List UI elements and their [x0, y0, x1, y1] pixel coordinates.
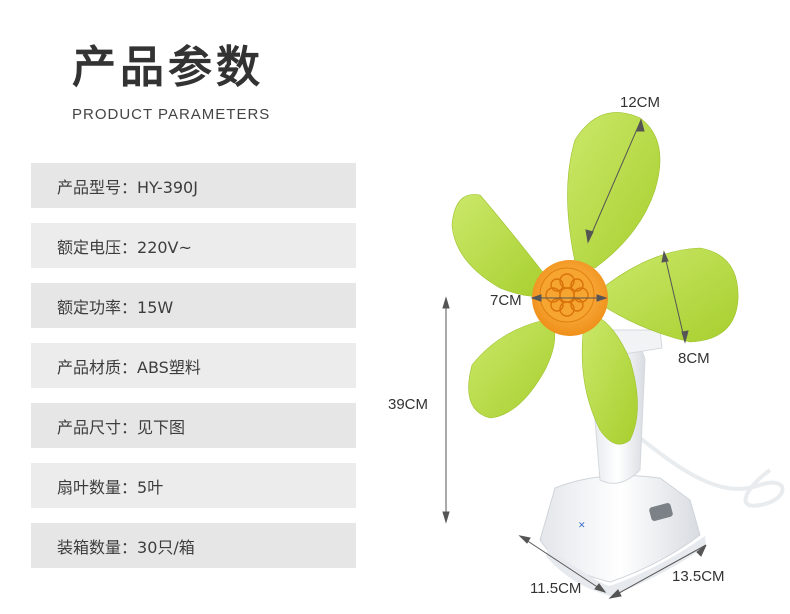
param-text-material: 产品材质：ABS塑料	[57, 357, 201, 377]
page-title: 产品参数	[72, 42, 264, 93]
clip-slot	[649, 503, 673, 521]
param-text-model: 产品型号：HY-390J	[57, 177, 198, 197]
dim-blade-length: 8CM	[678, 350, 710, 367]
param-text-power: 额定功率：15W	[57, 297, 174, 317]
dim-height: 39CM	[388, 396, 429, 413]
param-row-model: 产品型号：HY-390J	[31, 163, 356, 208]
dim-blade-width: 12CM	[620, 94, 661, 111]
dim-base-width: 11.5CM	[530, 580, 582, 597]
param-row-size: 产品尺寸：见下图	[31, 403, 356, 448]
param-row-material: 产品材质：ABS塑料	[31, 343, 356, 388]
param-row-voltage: 额定电压：220V~	[31, 223, 356, 268]
dim-hub: 7CM	[490, 292, 522, 309]
param-text-packing: 装箱数量：30只/箱	[57, 537, 195, 557]
dimension-lines	[442, 118, 707, 599]
dim-base-depth: 13.5CM	[672, 568, 725, 585]
page-subtitle: PRODUCT PARAMETERS	[72, 106, 271, 123]
param-text-voltage: 额定电压：220V~	[57, 237, 192, 257]
param-row-packing: 装箱数量：30只/箱	[31, 523, 356, 568]
power-cord	[628, 428, 785, 508]
fan-blades	[451, 112, 739, 445]
parameter-list: 产品型号：HY-390J 额定电压：220V~ 额定功率：15W 产品材质：AB…	[31, 163, 356, 583]
param-row-blades: 扇叶数量：5叶	[31, 463, 356, 508]
hub-flower-icon	[545, 273, 589, 317]
param-text-size: 产品尺寸：见下图	[57, 417, 186, 437]
param-row-power: 额定功率：15W	[31, 283, 356, 328]
param-text-blades: 扇叶数量：5叶	[57, 477, 164, 497]
brand-mark: ✕	[578, 521, 586, 531]
